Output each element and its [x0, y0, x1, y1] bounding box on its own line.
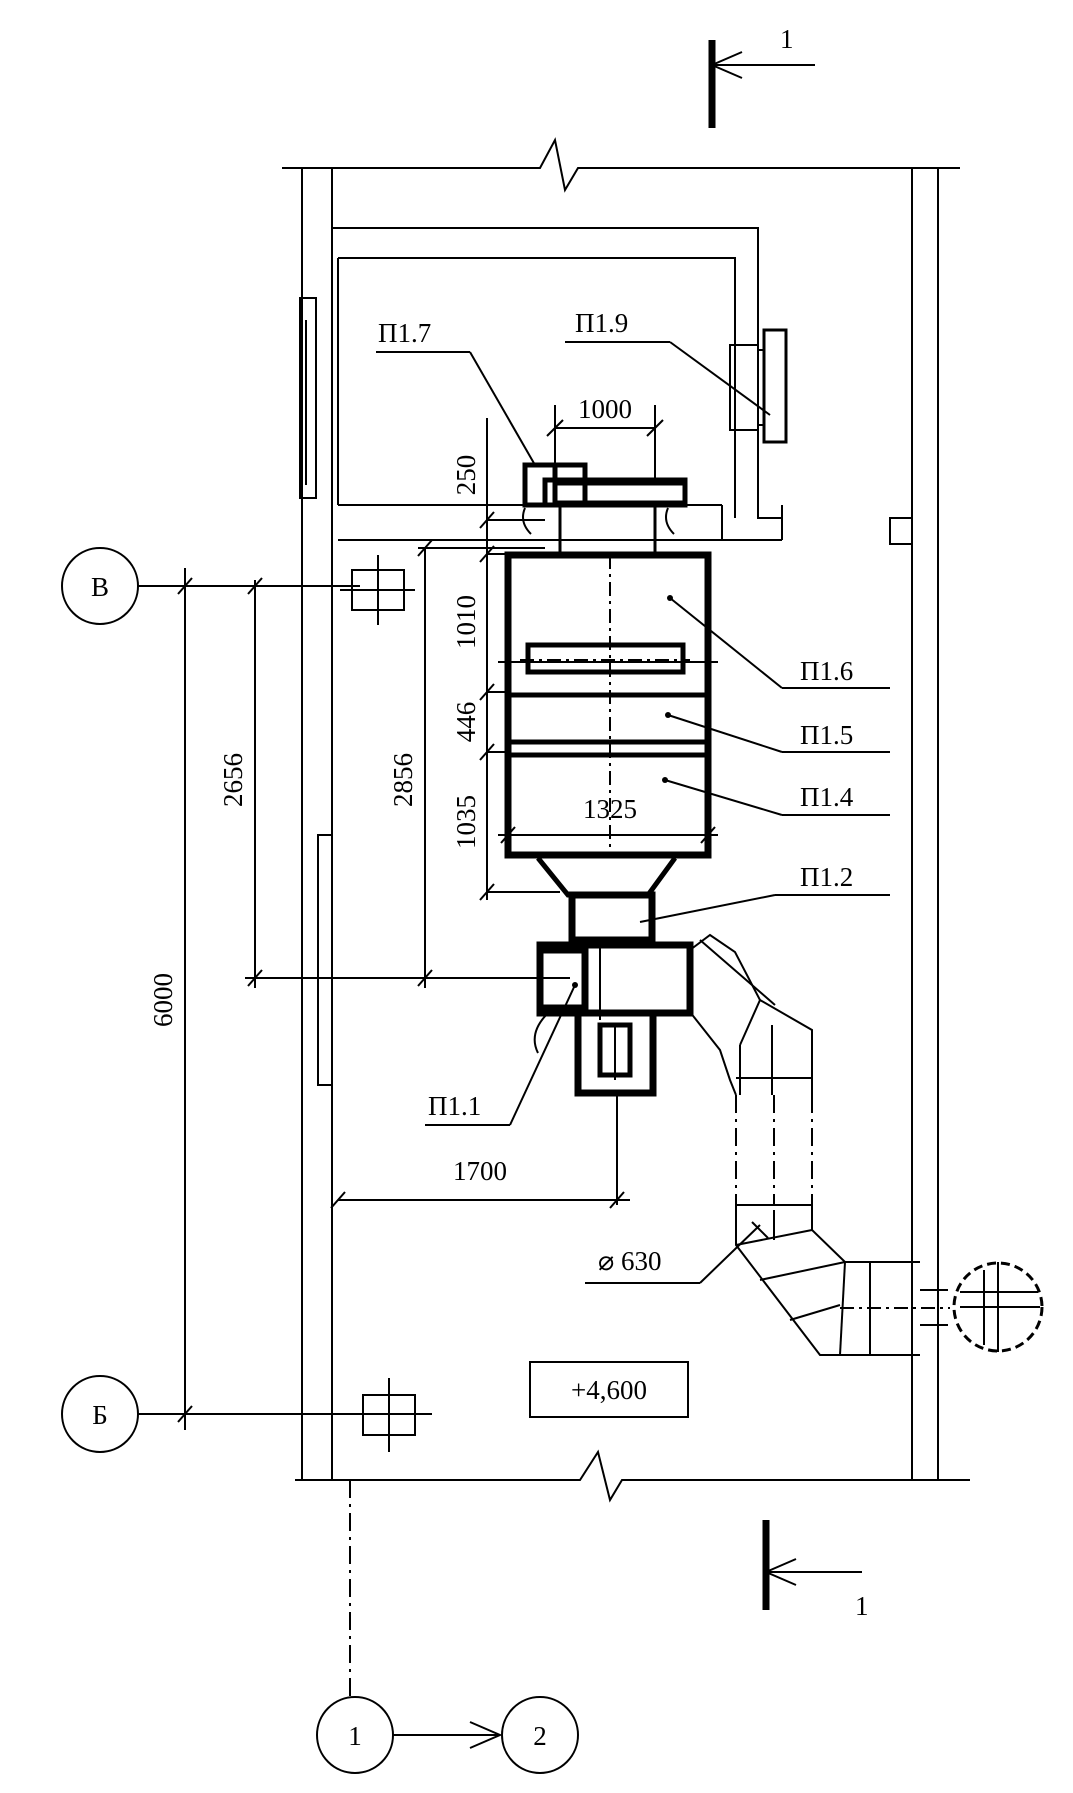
elevation-mark-text: +4,600: [571, 1375, 647, 1405]
elevation-mark: +4,600: [529, 1361, 689, 1418]
axis-1: 1: [316, 1480, 394, 1774]
label-p1-4-text: П1.4: [800, 782, 854, 812]
axis-b: Б: [61, 1375, 370, 1453]
duct-630: [689, 933, 1044, 1356]
dimension-6000-text: 6000: [148, 973, 178, 1027]
section-marker-bottom-label: 1: [855, 1591, 869, 1621]
dimension-6000: 6000: [148, 568, 193, 1430]
label-p1-7: П1.7: [376, 318, 536, 466]
dimension-2656-text: 2656: [218, 753, 248, 807]
column-top: [340, 555, 415, 625]
label-p1-6-text: П1.6: [800, 656, 853, 686]
label-p1-5-text: П1.5: [800, 720, 853, 750]
label-p1-1-text: П1.1: [428, 1091, 481, 1121]
axis-1-label: 1: [348, 1721, 362, 1751]
axis-v: В: [61, 547, 360, 625]
dimension-1325: 1325: [498, 794, 718, 844]
axis-b-label: Б: [92, 1400, 108, 1430]
dimension-1700-text: 1700: [453, 1156, 507, 1186]
axis-2-label: 2: [533, 1721, 547, 1751]
label-p1-1: П1.1: [425, 982, 578, 1126]
dimension-446-text: 446: [451, 702, 481, 743]
dimension-1000: 1000: [546, 394, 664, 480]
label-p1-6: П1.6: [667, 595, 890, 689]
label-p1-5: П1.5: [665, 712, 890, 753]
label-p1-4: П1.4: [662, 777, 890, 816]
label-duct-diameter: ⌀ 630: [585, 1221, 769, 1284]
axis-2: 2: [393, 1696, 579, 1774]
section-marker-top: 1: [708, 24, 815, 128]
dimension-1010-text: 1010: [451, 595, 481, 649]
dimension-2856-text: 2856: [388, 753, 418, 807]
label-p1-2-text: П1.2: [800, 862, 853, 892]
section-marker-bottom: 1: [762, 1520, 869, 1621]
dimension-2856: 2856: [388, 539, 545, 988]
dimension-1035-text: 1035: [451, 795, 481, 849]
dimension-1000-text: 1000: [578, 394, 632, 424]
label-p1-9-text: П1.9: [575, 308, 628, 338]
dimension-1325-text: 1325: [583, 794, 637, 824]
dimension-250-text: 250: [451, 455, 481, 496]
air-handling-unit: [498, 462, 718, 1205]
section-marker-top-label: 1: [780, 24, 794, 54]
dimension-1700: 1700: [330, 1156, 630, 1209]
label-duct-diameter-text: ⌀ 630: [598, 1246, 662, 1276]
label-p1-7-text: П1.7: [378, 318, 431, 348]
dimension-chain-left: 250 1010 446 1035: [451, 418, 560, 901]
label-p1-2: П1.2: [639, 862, 890, 923]
axis-v-label: В: [91, 572, 109, 602]
dimension-2656: 2656: [218, 577, 570, 988]
label-p1-9: П1.9: [565, 308, 771, 416]
